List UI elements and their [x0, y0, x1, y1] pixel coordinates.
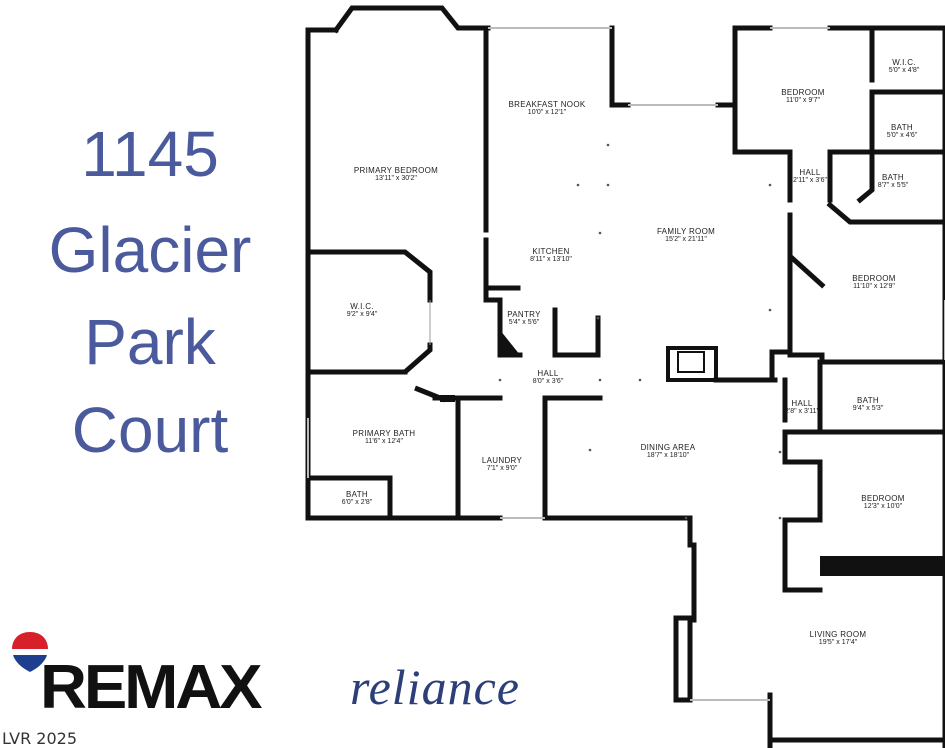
- room-name: W.I.C.: [350, 302, 374, 311]
- room-family-room: FAMILY ROOM 15'2" x 21'11": [657, 227, 715, 243]
- room-name: LAUNDRY: [481, 456, 523, 465]
- room-dimensions: 5'0" x 4'6": [886, 132, 918, 139]
- room-dimensions: 10'0" x 12'1": [527, 109, 567, 116]
- room-wic-top: W.I.C. 5'0" x 4'8": [889, 58, 920, 74]
- room-name: HALL: [799, 168, 821, 177]
- room-dimensions: 13'11" x 30'2": [375, 175, 417, 182]
- room-breakfast-nook: BREAKFAST NOOK 10'0" x 12'1": [509, 100, 586, 116]
- room-dimensions: 5'0" x 4'8": [888, 67, 920, 74]
- room-pantry: PANTRY 5'4" x 5'6": [507, 310, 541, 326]
- room-dimensions: 8'7" x 5'5": [877, 182, 909, 189]
- room-primary-bedroom: PRIMARY BEDROOM 13'11" x 30'2": [354, 166, 438, 182]
- room-dimensions: 11'6" x 12'4": [365, 438, 403, 445]
- room-laundry: LAUNDRY 7'1" x 9'0": [482, 456, 522, 472]
- remax-logo: REMAX: [40, 653, 263, 722]
- room-dimensions: 2'11" x 3'6": [793, 177, 827, 184]
- room-name: BREAKFAST NOOK: [508, 100, 586, 109]
- room-hall-lower: HALL 2'8" x 3'11": [785, 399, 819, 415]
- room-dimensions: 8'0" x 3'6": [532, 378, 564, 385]
- room-kitchen: KITCHEN 8'11" x 13'10": [530, 247, 572, 263]
- balloon-logo-icon: [12, 632, 48, 672]
- room-name: BEDROOM: [861, 494, 905, 503]
- room-name: BATH: [882, 173, 904, 182]
- address-line-4: Court: [71, 394, 229, 466]
- room-dimensions: 7'1" x 9'0": [486, 465, 518, 472]
- room-name: KITCHEN: [532, 247, 570, 256]
- room-name: BATH: [857, 396, 879, 405]
- room-primary-bath: PRIMARY BATH 11'6" x 12'4": [353, 429, 416, 445]
- room-name: BEDROOM: [852, 274, 896, 283]
- room-dimensions: 19'5" x 17'4": [818, 639, 858, 646]
- address-line-1: 1145: [81, 118, 219, 190]
- room-dimensions: 2'8" x 3'11": [785, 408, 819, 415]
- address-line-3: Park: [84, 306, 216, 378]
- mls-watermark: LVR 2025: [2, 729, 78, 748]
- room-name: PRIMARY BATH: [352, 429, 416, 438]
- room-bedroom-top: BEDROOM 11'0" x 9'7": [781, 88, 824, 104]
- room-bath-lower: BATH 9'4" x 5'3": [853, 396, 884, 412]
- room-bath-mid: BATH 8'7" x 5'5": [878, 173, 909, 189]
- room-dimensions: 5'4" x 5'6": [508, 319, 540, 326]
- room-name: LIVING ROOM: [809, 630, 867, 639]
- room-name: DINING AREA: [640, 443, 696, 452]
- room-dimensions: 9'4" x 5'3": [852, 405, 884, 412]
- room-name: HALL: [537, 369, 559, 378]
- room-name: W.I.C.: [892, 58, 916, 67]
- room-bedroom-lower: BEDROOM 12'3" x 10'0": [861, 494, 904, 510]
- room-dimensions: 12'3" x 10'0": [863, 503, 903, 510]
- room-dimensions: 6'0" x 2'8": [341, 499, 373, 506]
- room-bedroom-mid: BEDROOM 11'10" x 12'9": [852, 274, 895, 290]
- address-line-2: Glacier: [48, 214, 252, 286]
- room-name: FAMILY ROOM: [656, 227, 716, 236]
- room-name: BEDROOM: [781, 88, 825, 97]
- room-name: HALL: [791, 399, 813, 408]
- room-hall-top: HALL 2'11" x 3'6": [793, 168, 827, 184]
- room-living-room: LIVING ROOM 19'5" x 17'4": [810, 630, 867, 646]
- room-dimensions: 9'2" x 9'4": [346, 311, 378, 318]
- room-name: BATH: [346, 490, 368, 499]
- room-dimensions: 15'2" x 21'11": [665, 236, 707, 243]
- room-bath-top: BATH 5'0" x 4'6": [887, 123, 918, 139]
- room-hall-center: HALL 8'0" x 3'6": [533, 369, 564, 385]
- reliance-wordmark: reliance: [350, 659, 520, 715]
- room-dimensions: 11'10" x 12'9": [853, 283, 895, 290]
- room-name: PRIMARY BEDROOM: [353, 166, 439, 175]
- room-name: PANTRY: [507, 310, 541, 319]
- room-wic-primary: W.I.C. 9'2" x 9'4": [347, 302, 378, 318]
- room-dining-area: DINING AREA 18'7" x 18'10": [641, 443, 696, 459]
- room-dimensions: 8'11" x 13'10": [530, 256, 572, 263]
- room-name: BATH: [891, 123, 913, 132]
- room-dimensions: 18'7" x 18'10": [646, 452, 690, 459]
- room-dimensions: 11'0" x 9'7": [786, 97, 820, 104]
- room-bath-small: BATH 6'0" x 2'8": [342, 490, 373, 506]
